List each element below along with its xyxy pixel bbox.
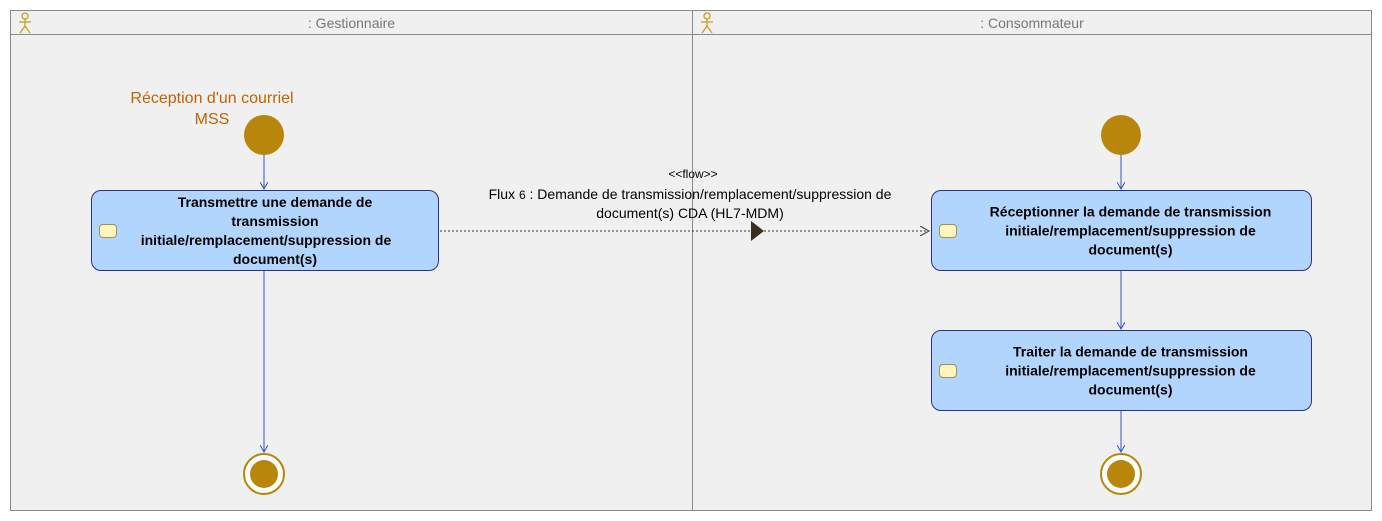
action-icon — [939, 363, 957, 378]
actor-icon — [701, 12, 713, 34]
action-label-line: initiale/remplacement/suppression de — [1005, 362, 1256, 378]
swimlane-title: : Gestionnaire — [307, 15, 396, 31]
action-label-line: document(s) — [1088, 381, 1173, 397]
final-node-consommateur — [1100, 453, 1142, 495]
flow-direction-triangle — [751, 221, 764, 241]
flow-label-line1: Flux 6 : Demande de transmission/remplac… — [440, 185, 940, 204]
flow-label-number: 6 — [518, 188, 526, 202]
initial-node-gestionnaire — [244, 115, 284, 155]
flow-label-text: : Demande de transmission/remplacement/s… — [529, 186, 892, 202]
swimlane-consommateur: : Consommateur — [693, 11, 1371, 510]
initial-node-label: Réception d'un courriel MSS — [96, 88, 328, 130]
flow-label: Flux 6 : Demande de transmission/remplac… — [440, 185, 940, 222]
swimlane-title: : Consommateur — [980, 15, 1084, 31]
action-traiter[interactable]: Traiter la demande de transmission initi… — [931, 330, 1312, 411]
action-label-line: initiale/remplacement/suppression de — [140, 231, 392, 248]
action-label: Traiter la demande de transmission initi… — [962, 342, 1299, 399]
action-label: Réceptionner la demande de transmission … — [962, 202, 1299, 259]
action-label-line: initiale/remplacement/suppression de — [1005, 222, 1256, 238]
action-transmettre[interactable]: Transmettre une demande de transmission … — [91, 190, 439, 271]
initial-node-label-line: MSS — [194, 111, 230, 128]
action-label-line: Réceptionner la demande de transmission — [989, 203, 1272, 219]
initial-node-consommateur — [1101, 115, 1141, 155]
actor-icon — [19, 12, 31, 34]
flow-label-line2: document(s) CDA (HL7-MDM) — [596, 205, 784, 221]
action-label: Transmettre une demande de transmission … — [130, 193, 420, 269]
swimlane-header: : Gestionnaire — [11, 11, 692, 35]
swimlane-gestionnaire: : Gestionnaire — [11, 11, 693, 510]
flow-stereotype: <<flow>> — [668, 167, 718, 181]
swimlane-header: : Consommateur — [693, 11, 1371, 35]
flow-label-prefix: Flux — [488, 186, 516, 202]
action-label-line: Transmettre une demande de — [177, 193, 373, 210]
action-receptionner[interactable]: Réceptionner la demande de transmission … — [931, 190, 1312, 271]
initial-node-label-line: Réception d'un courriel — [130, 90, 294, 107]
action-icon — [939, 223, 957, 238]
action-label-line: transmission — [231, 212, 319, 229]
final-node-gestionnaire — [243, 453, 285, 495]
action-label-line: Traiter la demande de transmission — [1013, 343, 1248, 359]
action-label-line: document(s) — [233, 250, 317, 267]
action-icon — [99, 223, 117, 238]
action-label-line: document(s) — [1088, 241, 1173, 257]
